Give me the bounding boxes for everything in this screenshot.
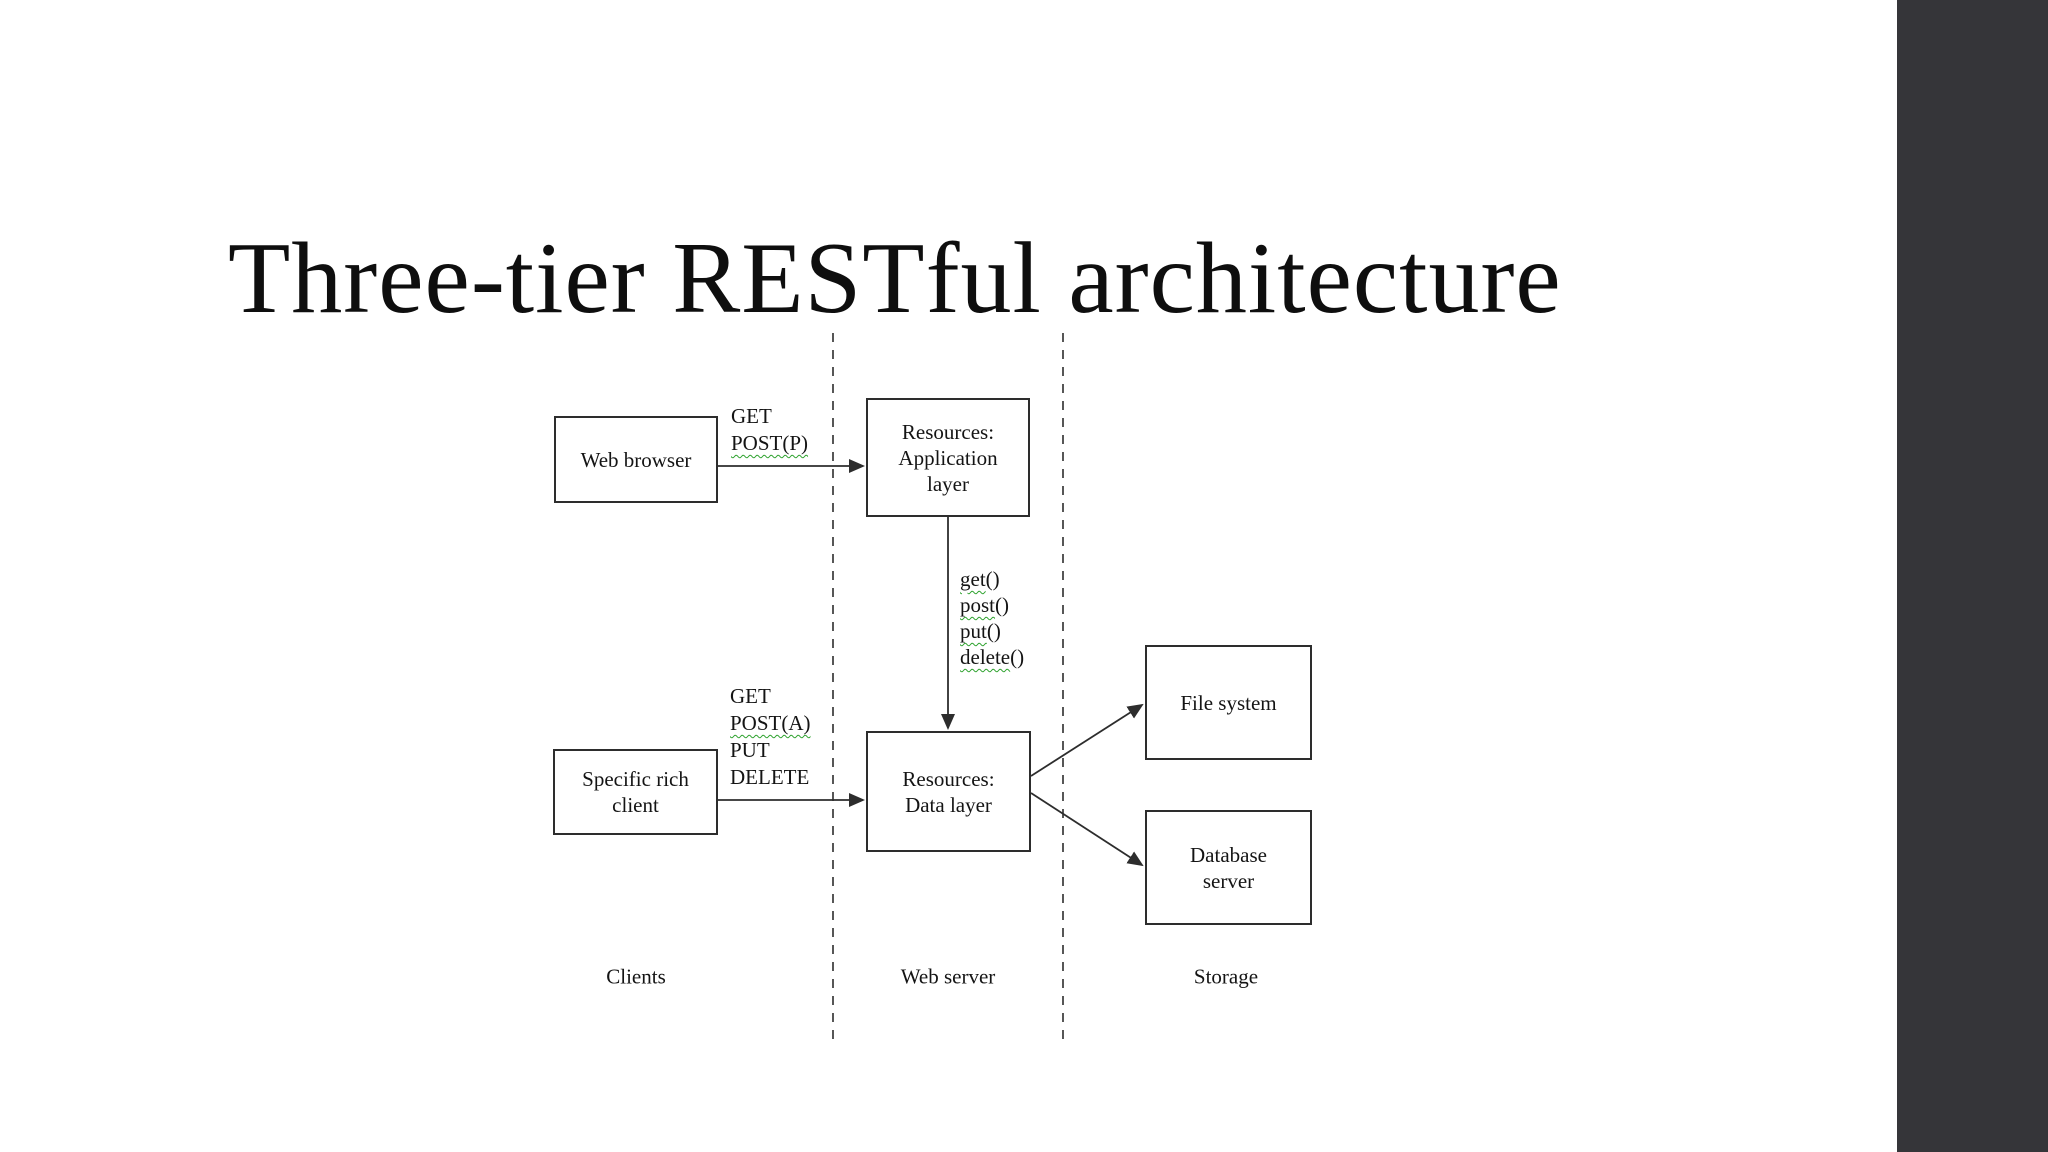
tier-label-storage: Storage [1193, 964, 1259, 989]
method-line: DELETE [730, 765, 810, 789]
box-label-line: layer [927, 471, 969, 496]
tier-label-web-server: Web server [900, 964, 996, 989]
method-line: POST(A) [730, 711, 811, 735]
box-resources-application-layer: Resources: Application layer [866, 398, 1030, 517]
method-line: POST(P) [731, 431, 809, 455]
method-line: PUT [730, 738, 770, 762]
box-file-system: File system [1145, 645, 1312, 760]
edge-label-browser-methods: GET POST(P) [731, 403, 808, 457]
right-dark-panel [1897, 0, 2048, 1152]
slide-title: Three-tier RESTful architecture [228, 222, 1562, 336]
method-line: GET [730, 684, 771, 708]
box-label-line: Resources: [902, 766, 995, 791]
edge-label-rest-calls: get() post() put() delete() [960, 566, 1024, 670]
box-label-line: Database [1190, 842, 1267, 867]
box-label-line: client [612, 793, 659, 817]
box-label: File system [1180, 690, 1277, 715]
method-line: get() [960, 567, 1000, 591]
box-label-line: Application [898, 445, 998, 470]
arrow-data-layer-to-db-server [1030, 792, 1144, 867]
box-specific-rich-client: Specific rich client [553, 749, 718, 835]
method-line: delete() [960, 645, 1025, 669]
method-line: GET [731, 404, 772, 428]
box-label-line: server [1202, 868, 1255, 893]
box-web-browser: Web browser [554, 416, 718, 503]
arrow-data-layer-to-file-system [1030, 703, 1144, 777]
edge-label-client-methods: GET POST(A) PUT DELETE [730, 683, 811, 791]
box-label-line: Resources: [901, 419, 995, 444]
method-line: post() [960, 593, 1010, 617]
box-database-server: Database server [1145, 810, 1312, 925]
box-label-line: Specific rich [582, 767, 689, 791]
box-label: Web browser [580, 447, 692, 472]
method-line: put() [960, 619, 1001, 643]
tier-label-clients: Clients [606, 964, 666, 989]
box-label-line: Data layer [905, 792, 992, 817]
box-resources-data-layer: Resources: Data layer [866, 731, 1031, 852]
